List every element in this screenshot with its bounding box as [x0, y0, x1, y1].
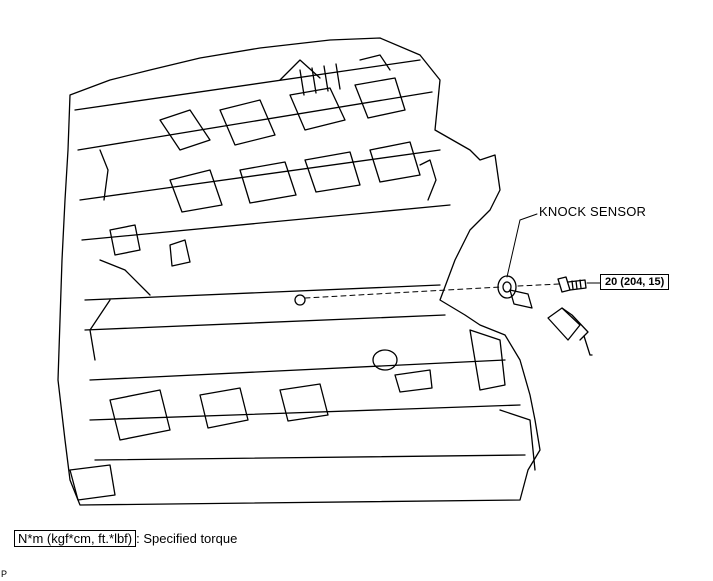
- bolt-part: [557, 276, 587, 293]
- torque-value-box: 20 (204, 15): [600, 274, 670, 290]
- bolt-dashed-line: [517, 283, 561, 287]
- figure-code: P: [1, 569, 8, 579]
- sensor-mount-boss: [294, 294, 306, 306]
- connector-part: [547, 307, 593, 356]
- knock-sensor-leader: [506, 213, 538, 278]
- knock-sensor-part: [497, 275, 533, 309]
- install-dashed-line: [304, 286, 501, 299]
- torque-unit-box: N*m (kgf*cm, ft.*lbf): [14, 530, 137, 547]
- engine-block-outline: [57, 37, 541, 506]
- cylinder-head-detail: [99, 54, 437, 296]
- knock-sensor-label: KNOCK SENSOR: [539, 204, 647, 219]
- torque-legend: N*m (kgf*cm, ft.*lbf): Specified torque: [14, 530, 238, 547]
- torque-legend-description: : Specified torque: [136, 531, 238, 546]
- engine-lower-detail: [69, 299, 536, 501]
- engine-block-illustration: [57, 37, 601, 506]
